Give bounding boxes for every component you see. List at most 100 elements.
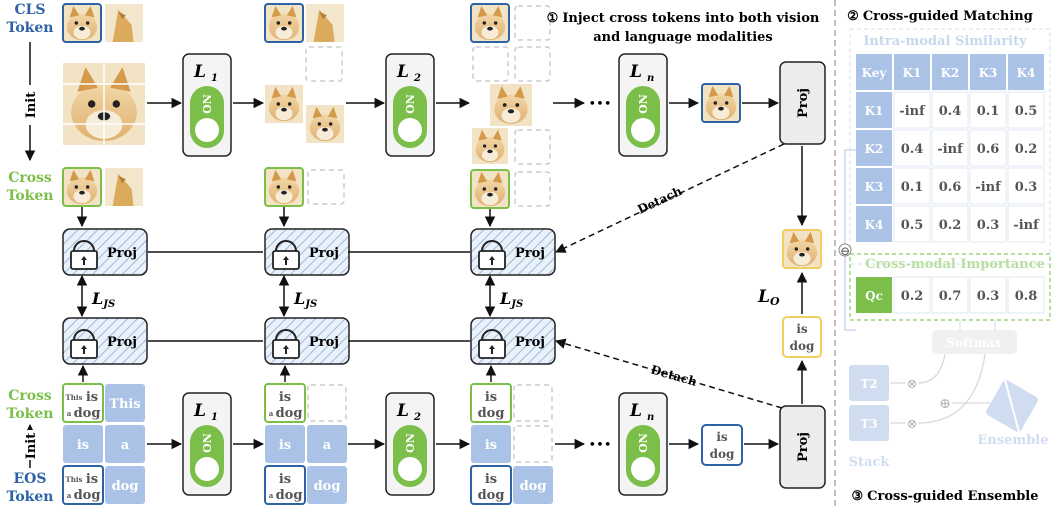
- table-header-cell: [932, 54, 968, 90]
- lock-icon: [478, 329, 506, 359]
- lock-icon: [70, 329, 98, 359]
- svg-text:ON: ON: [404, 94, 417, 114]
- proj-label: Proj: [515, 246, 545, 261]
- js-loss-3: LJS: [499, 289, 523, 310]
- svg-text:This: This: [66, 393, 83, 402]
- table-cell: 0.5: [1015, 104, 1038, 119]
- proj-vision-3: Proj: [470, 228, 556, 276]
- table-header-cell: [856, 54, 892, 90]
- layer-ln-top: L n ON: [618, 53, 668, 157]
- svg-text:dog: dog: [314, 479, 341, 494]
- svg-text:is: is: [86, 472, 98, 487]
- table-header-text: K3: [979, 66, 998, 80]
- svg-text:is: is: [77, 438, 89, 453]
- cross-label-top-line1: Cross: [8, 170, 52, 186]
- svg-text:1: 1: [211, 73, 218, 84]
- vision-tokens-column-3: [470, 3, 551, 209]
- svg-text:This: This: [66, 475, 83, 484]
- svg-text:a: a: [67, 491, 72, 500]
- t3-label: T3: [860, 417, 877, 431]
- importance-cell: 0.7: [939, 289, 962, 304]
- table-header-cell: [1008, 54, 1044, 90]
- ensemble-section: Softmax T2 T3 Stack ⊗ ⊗ ⊕ Ensemble: [849, 320, 1049, 470]
- times-symbol-1: ⊗: [907, 377, 918, 392]
- cross-label-top-line2: Token: [7, 188, 54, 204]
- svg-text:Proj: Proj: [796, 88, 811, 118]
- table-cell: 0.2: [1015, 142, 1038, 157]
- svg-text:ON: ON: [201, 94, 214, 114]
- svg-text:a: a: [121, 438, 130, 453]
- intra-modal-title: Intra-modal Similarity: [863, 34, 1027, 49]
- svg-text:dog: dog: [710, 447, 735, 461]
- text-token-is: is: [63, 425, 103, 463]
- softmax-label: Softmax: [946, 336, 1002, 350]
- svg-text:is: is: [485, 472, 497, 487]
- table-cell: -inf: [975, 180, 1002, 195]
- cls-label-line2: Token: [7, 20, 54, 36]
- proj-label: Proj: [515, 335, 545, 350]
- layer-ln-bottom: L n ON: [618, 392, 668, 496]
- svg-text:a: a: [323, 438, 332, 453]
- table-row-key: K1: [865, 104, 884, 118]
- svg-text:L: L: [629, 401, 642, 421]
- table-cell: 0.6: [977, 142, 1000, 157]
- table-cell: -inf: [899, 104, 926, 119]
- svg-text:1: 1: [211, 412, 218, 423]
- text-token-is-3: is: [471, 425, 511, 463]
- step1-title-line2: and language modalities: [593, 30, 773, 45]
- svg-text:is: is: [279, 438, 291, 453]
- svg-text:ON: ON: [201, 433, 214, 453]
- importance-cell: 0.2: [901, 289, 924, 304]
- table-cell: 0.3: [977, 218, 1000, 233]
- fused-image-token: [782, 229, 822, 269]
- svg-text:n: n: [647, 73, 654, 84]
- svg-text:dog: dog: [74, 406, 101, 421]
- proj-label: Proj: [309, 246, 339, 261]
- svg-text:L: L: [396, 401, 409, 421]
- times-symbol-2: ⊗: [907, 417, 918, 432]
- fused-text-token: is dog: [782, 316, 822, 358]
- svg-text:Proj: Proj: [796, 432, 811, 462]
- svg-text:This: This: [109, 397, 140, 412]
- js-loss-2: LJS: [293, 289, 317, 310]
- svg-text:dog: dog: [520, 479, 547, 494]
- vision-output-proj: Proj: [779, 61, 826, 145]
- table-header-text: Key: [862, 66, 888, 80]
- svg-text:dog: dog: [790, 339, 815, 353]
- table-cell: -inf: [937, 142, 964, 157]
- table-cell: 0.3: [1015, 180, 1038, 195]
- svg-text:is: is: [796, 322, 808, 336]
- table-row-key: K4: [865, 218, 884, 232]
- svg-text:is: is: [716, 430, 728, 444]
- proj-label: Proj: [309, 335, 339, 350]
- text-output-token: is dog: [701, 424, 743, 466]
- table-header-text: K4: [1017, 66, 1036, 80]
- lock-icon: [272, 329, 300, 359]
- text-empty-slot: [307, 384, 347, 422]
- detach-label-bottom: Detach: [649, 362, 699, 389]
- text-token-dog-2: dog: [307, 466, 347, 504]
- lock-icon: [478, 240, 506, 270]
- svg-text:a: a: [269, 409, 274, 418]
- table-cell: 0.4: [939, 104, 962, 119]
- svg-text:L: L: [193, 401, 206, 421]
- svg-text:L: L: [629, 62, 642, 82]
- table-cell: 0.1: [901, 180, 924, 195]
- text-empty-slot: [513, 384, 553, 422]
- text-token-dog: dog: [105, 466, 145, 504]
- table-cell: -inf: [1013, 218, 1040, 233]
- layer-l1-bottom: L 1 ON: [182, 392, 232, 496]
- cross-modal-importance-title: Cross-modal Importance: [865, 257, 1045, 272]
- table-header-cell: [970, 54, 1006, 90]
- svg-text:a: a: [269, 491, 274, 500]
- text-output-proj: Proj: [779, 405, 826, 489]
- js-loss-1: LJS: [91, 289, 115, 310]
